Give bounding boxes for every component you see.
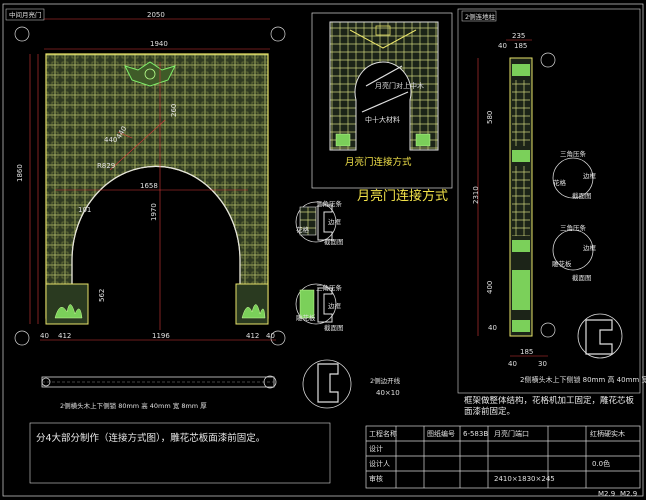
section-note: 2侧横头木上下侧锁 80mm 高 40mm 宽 8mm 厚 <box>60 401 207 410</box>
connection-view: 月亮门对上中木 中十大材料 月亮门连接方式 <box>311 12 453 189</box>
svg-text:边框: 边框 <box>328 217 342 226</box>
svg-text:月亮门端口: 月亮门端口 <box>494 429 529 438</box>
svg-text:6-583B: 6-583B <box>463 430 488 438</box>
svg-text:边框: 边框 <box>328 301 342 310</box>
connection-title: 月亮门连接方式 <box>345 156 412 168</box>
svg-text:花格: 花格 <box>296 225 310 234</box>
footer-2: M2.9 <box>620 490 637 498</box>
svg-text:雕花板: 雕花板 <box>296 313 316 322</box>
front-view-label: 中间月亮门 <box>9 10 42 19</box>
svg-text:工程名称: 工程名称 <box>369 429 397 438</box>
svg-text:设计人: 设计人 <box>369 459 390 468</box>
side-view-label: 2侧连地柱 <box>465 12 496 21</box>
dim-radius: R829 <box>97 162 115 170</box>
title-block: 工程名称 图纸编号 6-583B 月亮门端口 红柄硬实木 设计 设计人 0.0色… <box>365 425 641 489</box>
profile-label: 2侧边开线 <box>370 376 401 385</box>
front-view: 中间月亮门 2050 1940 1860 1658 R829 440 440 2… <box>5 8 286 410</box>
dim-inner-height: 1970 <box>150 203 158 221</box>
profile-size: 40×10 <box>376 389 400 397</box>
note-box <box>29 422 331 484</box>
dim-562: 562 <box>98 289 106 302</box>
dim-260: 260 <box>170 104 178 117</box>
dim-440a: 440 <box>104 136 117 144</box>
svg-text:图纸编号: 图纸编号 <box>427 429 455 438</box>
svg-text:三角压条: 三角压条 <box>560 223 587 232</box>
note-right-html: 框架做整体结构，花格机加工固定，雕花芯板面漆前固定。 <box>464 396 635 417</box>
svg-text:三角压条: 三角压条 <box>316 199 343 208</box>
connection-note-2: 中十大材料 <box>365 115 400 124</box>
connection-big-title: 月亮门连接方式 <box>357 188 448 204</box>
svg-text:580: 580 <box>486 111 494 124</box>
dim-101: 101 <box>78 206 91 214</box>
svg-text:235: 235 <box>512 32 525 40</box>
svg-text:三角压条: 三角压条 <box>560 149 587 158</box>
svg-text:0.0色: 0.0色 <box>592 459 610 468</box>
dim-bottom-right-a: 412 <box>246 332 259 340</box>
svg-text:2侧横头木上下侧锁 80mm 高 40mm 宽 8mm 厚: 2侧横头木上下侧锁 80mm 高 40mm 宽 8mm 厚 <box>520 375 646 384</box>
svg-text:边框: 边框 <box>583 243 597 252</box>
callout-2: 三角压条 雕花板 边框 截面图 <box>295 283 344 332</box>
svg-text:花格: 花格 <box>553 178 567 187</box>
dim-bottom-right-b: 40 <box>266 332 275 340</box>
note-left: 分4大部分制作（连接方式图），雕花芯板面漆前固定。 <box>36 433 266 444</box>
carving-top <box>124 61 176 87</box>
svg-text:三角压条: 三角压条 <box>316 283 343 292</box>
dim-bottom-left-b: 412 <box>58 332 71 340</box>
svg-text:审核: 审核 <box>369 474 383 483</box>
dim-arc-width: 1658 <box>140 182 158 190</box>
svg-text:2410×1830×245: 2410×1830×245 <box>494 475 555 483</box>
svg-text:400: 400 <box>486 281 494 294</box>
svg-text:红柄硬实木: 红柄硬实木 <box>590 429 625 438</box>
svg-text:30: 30 <box>538 360 547 368</box>
svg-text:40: 40 <box>508 360 517 368</box>
connection-note-1: 月亮门对上中木 <box>375 81 424 90</box>
side-view: 2侧连地柱 235 40 185 2310 400 580 40 185 40 … <box>457 8 646 394</box>
dim-bottom-left-a: 40 <box>40 332 49 340</box>
profile-callout: 2侧边开线 40×10 <box>302 359 401 409</box>
sheet-border <box>2 3 644 497</box>
svg-text:2310: 2310 <box>472 186 480 204</box>
svg-text:185: 185 <box>514 42 527 50</box>
dim-inner-width: 1940 <box>150 40 168 48</box>
svg-text:雕花板: 雕花板 <box>552 259 572 268</box>
dim-overall-height: 1860 <box>16 164 24 182</box>
callout-1: 三角压条 花格 边框 截面图 <box>295 199 344 246</box>
svg-text:截面图: 截面图 <box>324 237 344 246</box>
dim-bottom-mid: 1196 <box>152 332 170 340</box>
svg-text:40: 40 <box>498 42 507 50</box>
svg-text:185: 185 <box>520 348 533 356</box>
footer-1: M2.9 <box>598 490 615 498</box>
svg-text:截面图: 截面图 <box>572 273 592 282</box>
dim-overall-width: 2050 <box>147 11 165 19</box>
svg-text:边框: 边框 <box>583 171 597 180</box>
svg-text:截面图: 截面图 <box>324 323 344 332</box>
svg-text:设计: 设计 <box>369 444 383 453</box>
svg-text:40: 40 <box>488 324 497 332</box>
svg-text:截面图: 截面图 <box>572 191 592 200</box>
